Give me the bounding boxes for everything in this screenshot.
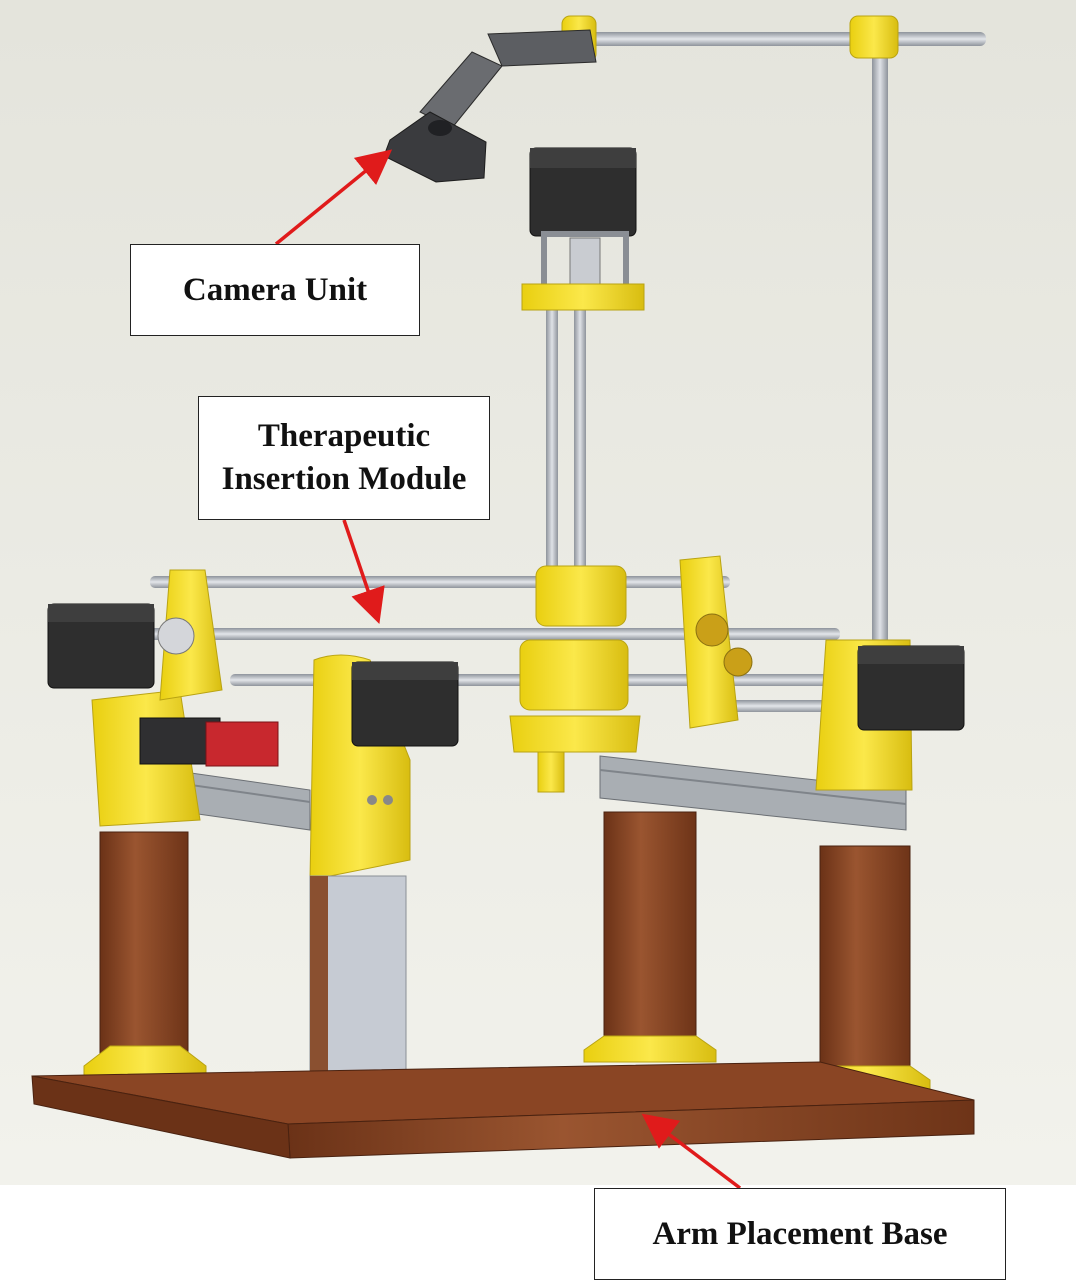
rod-clamp-right: [849, 15, 899, 59]
leg-front-silver-edge: [310, 876, 328, 1086]
tower-motor-cap: [530, 148, 636, 168]
leg-right: [819, 845, 911, 1073]
camera-unit-label-text: Camera Unit: [182, 271, 368, 308]
arm-placement-base-arrow: [641, 1113, 742, 1190]
bearing: [723, 647, 753, 677]
left-motor-cap: [48, 604, 154, 622]
camera-unit-arrow: [274, 149, 393, 246]
leg-left-rear: [99, 831, 189, 1063]
camera-arm: [383, 15, 986, 652]
right-assembly: [599, 639, 965, 831]
left-pulley: [157, 617, 195, 655]
insertion-module-arrow: [342, 519, 385, 624]
camera-unit-label: Camera Unit: [130, 244, 420, 336]
foot-bracket: [583, 1035, 717, 1063]
insertion-tower: [521, 147, 645, 600]
camera-vertical-rod: [872, 40, 888, 652]
right-rail: [599, 755, 907, 831]
insertion-module-label-line1: Therapeutic: [257, 418, 431, 454]
arm-placement-base-label: Arm Placement Base: [594, 1188, 1006, 1280]
front-plate-bolt: [367, 795, 377, 805]
tower-rod-right: [574, 300, 586, 600]
bearing: [695, 613, 729, 647]
insertion-module-label: Therapeutic Insertion Module: [198, 396, 490, 520]
left-carriage: [205, 721, 279, 767]
front-motor-cap: [352, 662, 458, 680]
right-motor-cap: [858, 646, 964, 664]
arm-placement-base-label-text: Arm Placement Base: [652, 1215, 948, 1252]
front-plate-assembly: [309, 654, 459, 881]
tower-rod-left: [546, 300, 558, 600]
leg-center: [603, 811, 697, 1045]
insertion-needle-holder: [537, 751, 565, 793]
camera-horizontal-rod: [590, 32, 986, 46]
tower-top-plate: [521, 283, 645, 311]
front-plate-bolt: [383, 795, 393, 805]
gantry-rod-2: [150, 628, 840, 640]
camera-arm-segment-1: [487, 29, 597, 67]
insertion-carriage: [509, 555, 753, 793]
gantry-rod-1: [150, 576, 730, 588]
left-assembly: [47, 569, 311, 831]
carriage-lower-block: [519, 639, 629, 711]
insertion-module-label-line2: Insertion Module: [221, 461, 467, 497]
right-rail-groove: [599, 769, 907, 805]
camera-lens: [428, 120, 452, 136]
base-side-face: [31, 1075, 291, 1159]
tower-coupler: [569, 237, 601, 285]
carriage-base: [509, 715, 641, 753]
carriage-upper-block: [535, 565, 627, 627]
arm-placement-base: [31, 1061, 975, 1159]
